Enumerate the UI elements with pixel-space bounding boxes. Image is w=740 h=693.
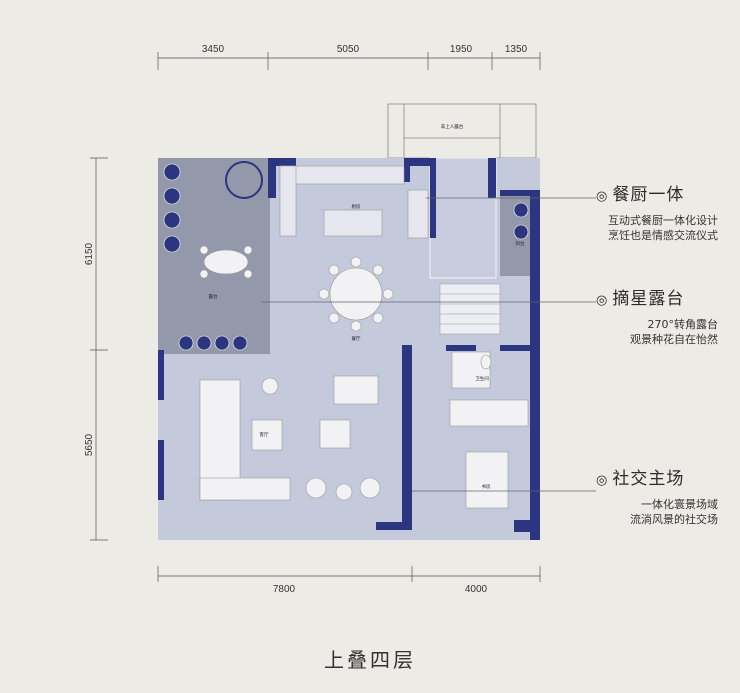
dimension-lines-left [90,157,108,541]
dim-top-4: 1350 [505,44,528,55]
callout-social-line-2: 流淌风景的社交场 [630,513,718,526]
dining-label: 餐厅 [352,335,361,342]
floor-title: 上叠四层 [324,648,416,672]
callout-kitchen-dining-line-2: 烹饪也是情感交流仪式 [608,229,718,242]
callout-kitchen-dining-title: ◎餐厨一体 [596,185,685,205]
callout-social: ◎社交主场 一体化寰景场域 流淌风景的社交场 [596,464,718,527]
bath-label: 卫生间 [475,375,489,382]
kitchen-fixtures [279,165,429,239]
study-label: 书房 [482,483,491,490]
dimension-lines-top [157,52,541,70]
dim-left-1: 6150 [84,242,95,265]
upper-terrace-outline [387,103,537,159]
walls [158,158,540,540]
callout-kitchen-dining: ◎餐厨一体 互动式餐厨一体化设计 烹饪也是情感交流仪式 [596,180,718,243]
callout-marker-icon: ◎ [596,293,609,308]
terrace-plants [163,161,529,351]
callout-kitchen-dining-line-1: 互动式餐厨一体化设计 [608,214,718,227]
callout-terrace-line-1: 270°转角露台 [647,318,719,331]
bathroom-fixtures [451,351,492,389]
terrace-dining-set [199,245,253,279]
dim-top-2: 5050 [337,44,360,55]
balcony-label: 阳台 [516,240,525,247]
callout-leaders [262,197,596,492]
callout-terrace: ◎摘星露台 270°转角露台 观景种花自在怡然 [596,284,718,347]
staircase [439,283,501,335]
living-room-furniture [199,375,381,501]
dim-bottom-2: 4000 [465,584,488,595]
callout-social-line-1: 一体化寰景场域 [641,498,718,511]
dim-top-3: 1950 [450,44,473,55]
upper-terrace-label: 非上人露台 [441,123,464,130]
callout-marker-icon: ◎ [596,189,609,204]
callout-terrace-title: ◎摘星露台 [596,289,685,309]
dim-left-2: 5650 [84,433,95,456]
terrace-label: 露台 [209,293,218,300]
callout-social-title: ◎社交主场 [596,469,685,489]
dimension-lines-bottom [157,566,541,582]
callout-terrace-line-2: 观景种花自在怡然 [630,333,718,346]
study-furniture [449,399,529,509]
dim-top-1: 3450 [202,44,225,55]
dining-table [318,256,394,332]
callout-marker-icon: ◎ [596,473,609,488]
kitchen-label: 厨房 [352,203,361,210]
dim-bottom-1: 7800 [273,584,296,595]
living-label: 客厅 [260,431,269,438]
